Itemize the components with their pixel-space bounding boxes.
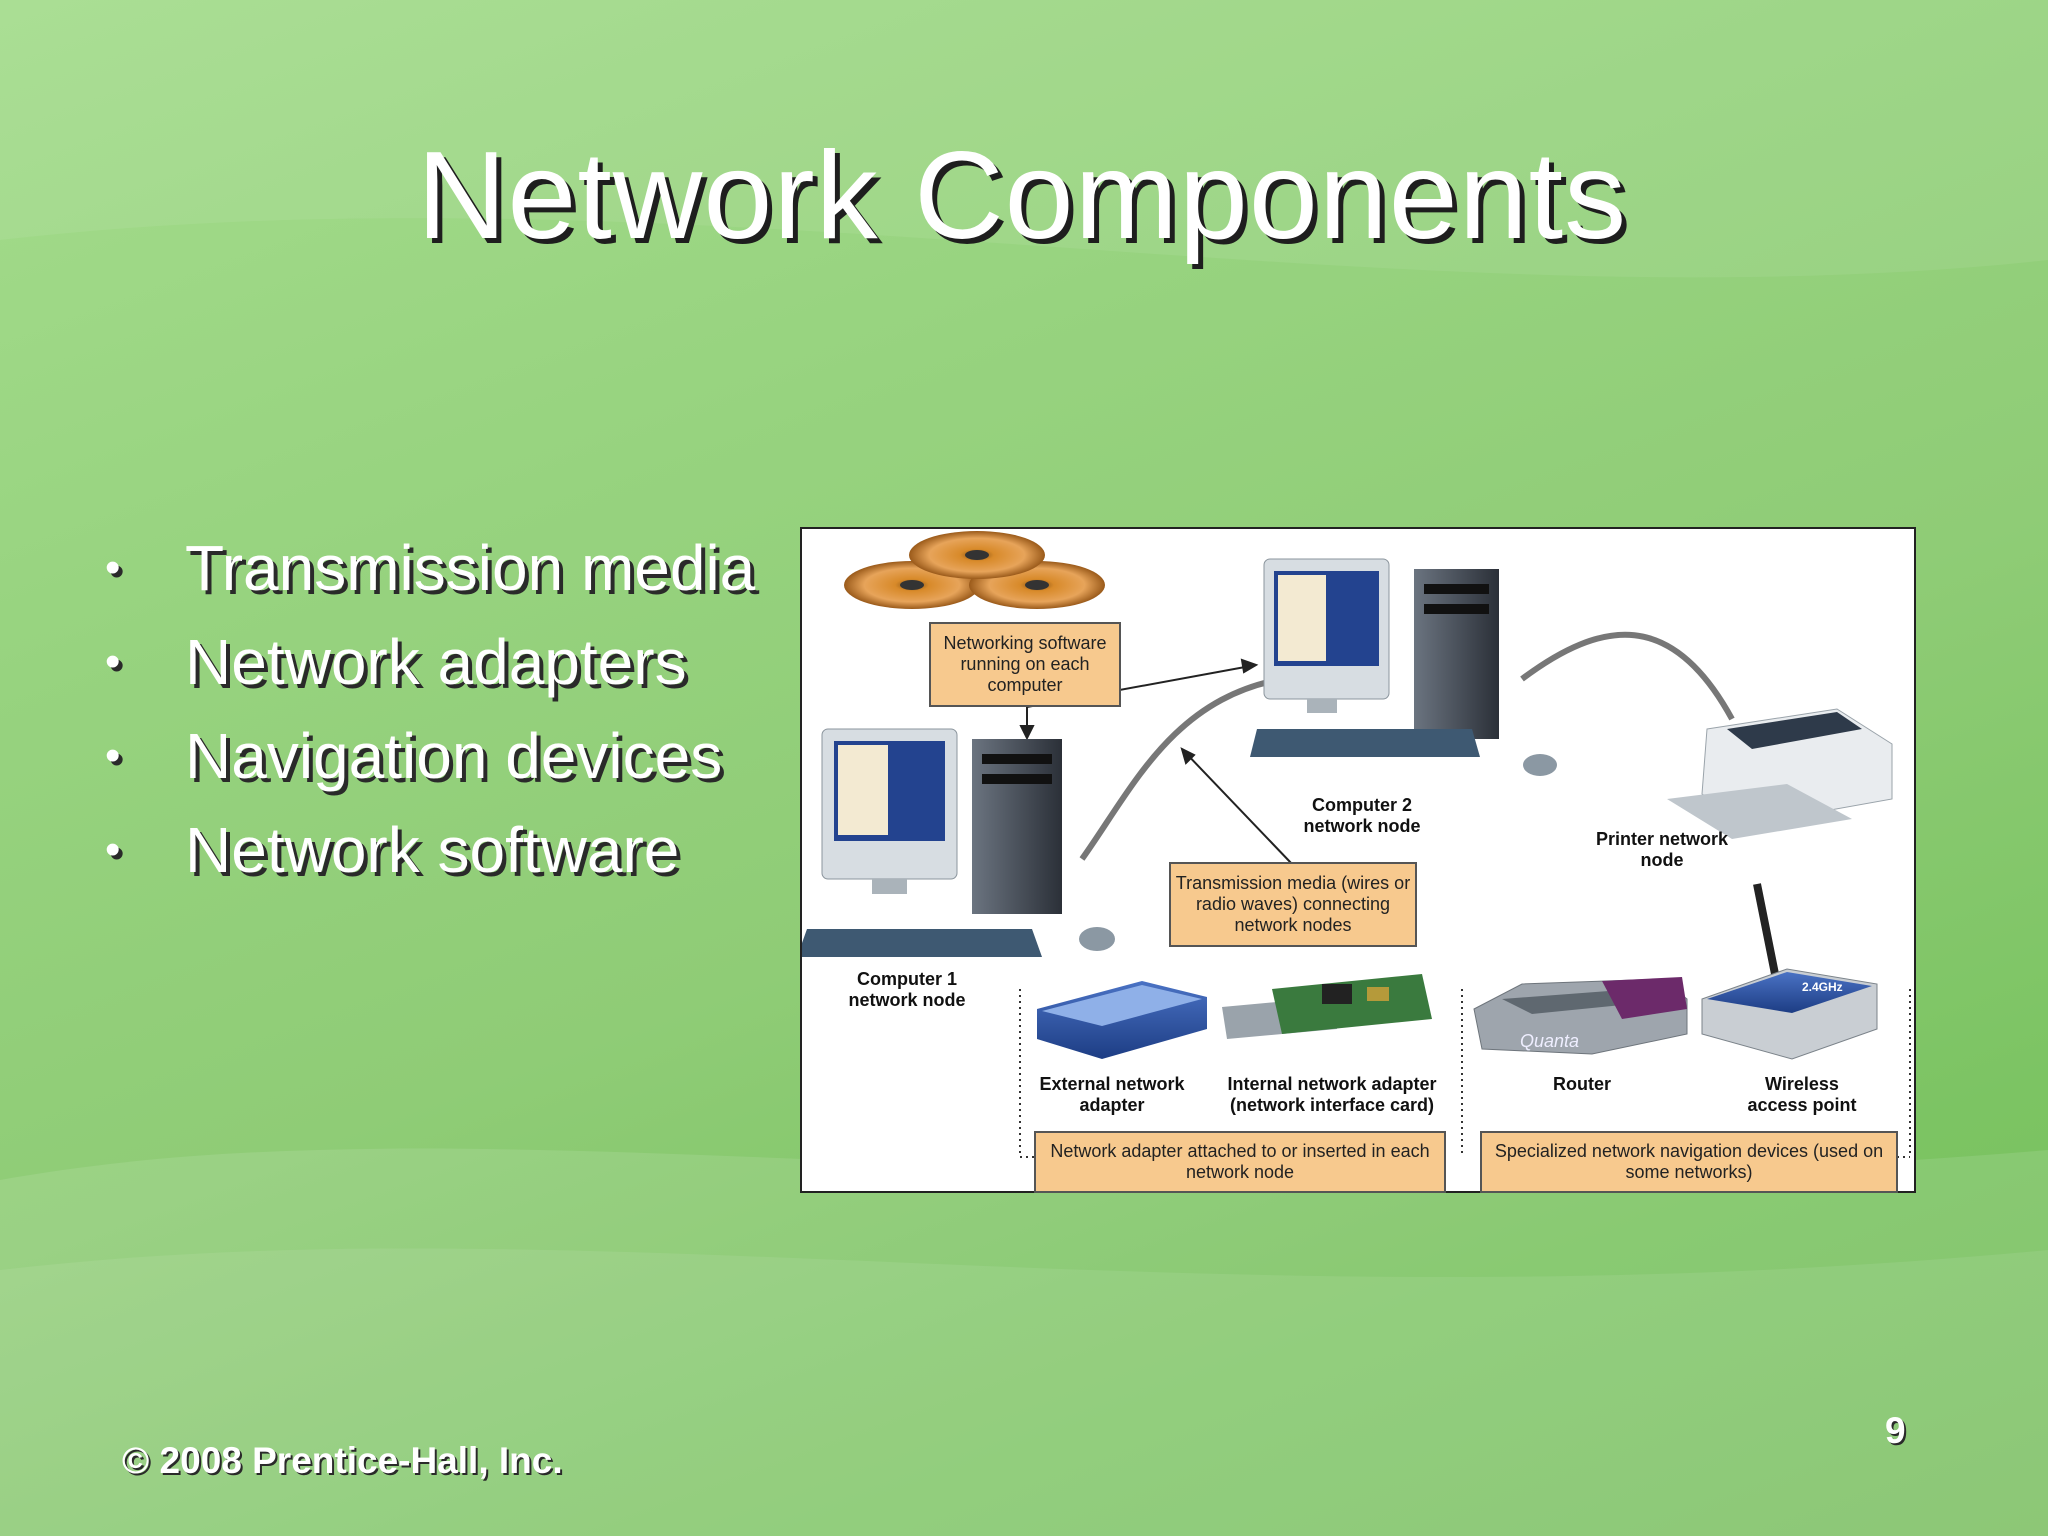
bullet-dot: •: [105, 825, 121, 874]
computer1-icon: [802, 728, 1115, 957]
bullet-text: Transmission media: [185, 532, 756, 604]
navigation-devices-text: Specialized network navigation devices (…: [1494, 1141, 1884, 1182]
bullet-text: Network adapters: [185, 626, 687, 698]
ap-band-label: 2.4GHz: [1802, 980, 1843, 994]
bullet-text: Navigation devices: [185, 720, 723, 792]
router-brand-label: Quanta: [1520, 1031, 1579, 1051]
bullet-item: • Network software: [105, 812, 785, 888]
printer-icon: [1667, 708, 1893, 839]
bullet-dot: •: [105, 637, 121, 686]
networking-software-text: Networking software running on each comp…: [943, 633, 1107, 695]
router-label: Router: [1553, 1074, 1611, 1094]
bullet-dot: •: [105, 731, 121, 780]
navigation-devices-callout: Specialized network navigation devices (…: [1480, 1131, 1898, 1193]
router-icon: Quanta: [1473, 977, 1688, 1055]
page-number: 9: [1885, 1410, 1906, 1451]
computer1-label: Computer 1 network node: [848, 969, 966, 1010]
internal-adapter-icon: [1222, 974, 1432, 1039]
network-adapter-text: Network adapter attached to or inserted …: [1050, 1141, 1430, 1182]
bullet-item: • Transmission media: [105, 530, 785, 606]
network-adapter-callout: Network adapter attached to or inserted …: [1034, 1131, 1446, 1193]
group-brackets: [1019, 989, 1911, 1158]
transmission-media-callout: Transmission media (wires or radio waves…: [1169, 862, 1417, 947]
external-adapter-label: External network adapter: [1039, 1074, 1185, 1115]
computer2-label: Computer 2 network node: [1303, 795, 1421, 836]
network-diagram: Quanta 2.4GHz Networking software runnin…: [800, 527, 1916, 1193]
transmission-media-text: Transmission media (wires or radio waves…: [1175, 873, 1411, 935]
bullet-list: • Transmission media • Network adapters • N…: [105, 530, 785, 906]
copyright-footer: © 2008 Prentice-Hall, Inc.: [122, 1440, 563, 1481]
slide-title: Network Components: [416, 127, 1628, 265]
callout-arrows: [1019, 658, 1293, 865]
computer2-icon: [1250, 558, 1557, 776]
printer-label: Printer network node: [1595, 829, 1729, 870]
cable-printer: [1520, 631, 1735, 721]
bullet-item: • Network adapters: [105, 624, 785, 700]
external-adapter-icon: [1037, 981, 1207, 1059]
bullet-text: Network software: [185, 814, 680, 886]
networking-software-callout: Networking software running on each comp…: [929, 622, 1121, 707]
bullet-item: • Navigation devices: [105, 718, 785, 794]
cable-computer1: [1079, 676, 1283, 861]
internal-adapter-label: Internal network adapter (network interf…: [1227, 1074, 1437, 1115]
software-discs-icon: [844, 531, 1105, 609]
bullet-dot: •: [105, 543, 121, 592]
network-diagram-graphics: Quanta 2.4GHz: [802, 531, 1911, 1158]
wireless-access-point-label: Wireless access point: [1747, 1074, 1857, 1115]
wireless-access-point-icon: 2.4GHz: [1701, 883, 1878, 1060]
